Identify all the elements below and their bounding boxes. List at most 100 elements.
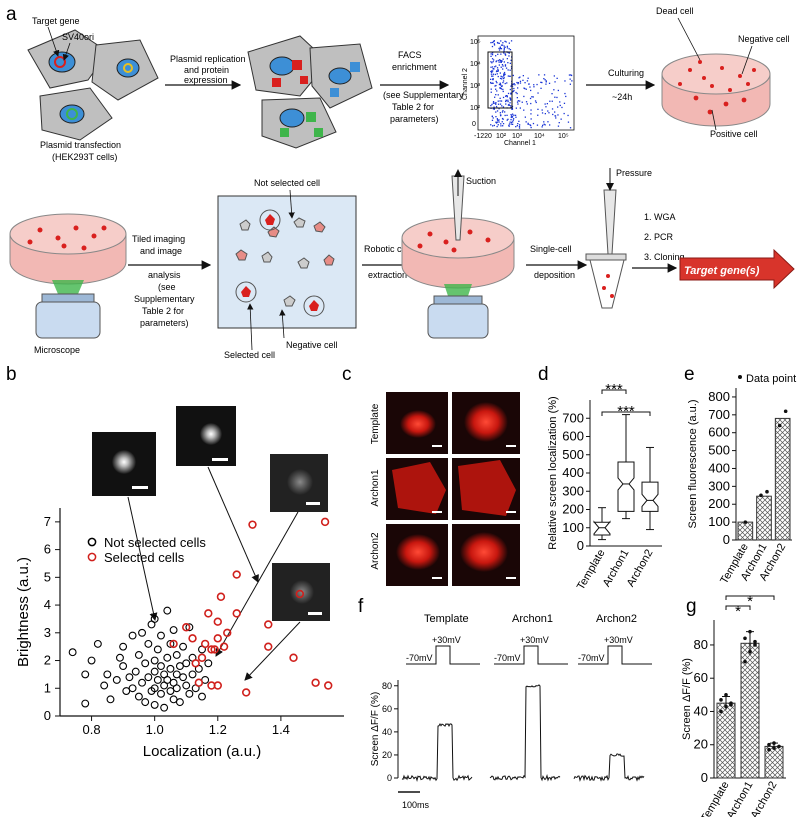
flow-point xyxy=(500,60,502,62)
flow-point xyxy=(540,81,542,83)
not-selected-point xyxy=(204,659,213,668)
flow-point xyxy=(511,85,514,87)
y-tick-label: 0 xyxy=(701,770,708,785)
flow-point xyxy=(570,74,573,77)
flow-point xyxy=(533,84,535,86)
flow-point xyxy=(498,64,500,66)
data-point xyxy=(743,659,747,664)
flow-point xyxy=(503,61,505,63)
flow-point xyxy=(491,52,494,54)
transfected-cells xyxy=(27,29,159,141)
selected-point xyxy=(216,592,226,601)
data-point xyxy=(772,746,776,750)
flow-point xyxy=(552,113,554,116)
high-voltage-label: +30mV xyxy=(604,635,633,645)
y-axis-label: Screen ΔF/F (%) xyxy=(370,692,381,766)
flow-point xyxy=(557,106,559,108)
not-selected-point xyxy=(122,687,131,695)
not-selected-point xyxy=(172,684,181,693)
flow-point xyxy=(512,74,514,77)
y-tick-label: 6 xyxy=(44,542,51,557)
x-tick-label: 0.8 xyxy=(83,722,101,737)
flow-point xyxy=(507,118,509,120)
flow-point xyxy=(504,40,506,42)
selected-point xyxy=(223,628,232,637)
flow-point xyxy=(493,124,495,127)
flow-point xyxy=(509,69,511,71)
voltage-protocols: -70mV+30mV-70mV+30mV-70mV+30mV xyxy=(406,635,652,665)
flow-point xyxy=(515,126,517,128)
flow-point xyxy=(554,111,556,113)
flow-point xyxy=(498,49,501,51)
not-selected-point xyxy=(138,628,146,637)
box-plot: 0100200300400500600700TemplateArchon1Arc… xyxy=(547,381,662,592)
flow-point xyxy=(498,61,500,63)
selected-point xyxy=(320,517,330,527)
target-genes-arrow xyxy=(679,248,795,290)
flow-point xyxy=(502,96,505,99)
flow-ytick: 0 xyxy=(472,121,476,128)
flow-point xyxy=(494,96,496,98)
step-cloning: 3. Cloning xyxy=(644,252,685,262)
flow-point xyxy=(496,125,498,128)
data-point xyxy=(759,493,763,498)
not-selected-point xyxy=(182,681,191,690)
flow-point xyxy=(493,59,495,61)
bar xyxy=(756,495,772,541)
data-point xyxy=(753,643,757,647)
box xyxy=(641,481,659,512)
flow-point xyxy=(496,73,498,75)
not-selected-point xyxy=(169,695,178,704)
data-point xyxy=(743,520,748,524)
flow-point xyxy=(507,69,509,71)
high-voltage-label: +30mV xyxy=(432,635,461,645)
flow-point xyxy=(496,82,498,84)
data-point xyxy=(743,636,747,641)
flow-point xyxy=(537,92,539,94)
flow-point xyxy=(497,42,499,44)
flow-point xyxy=(495,61,497,63)
flow-point xyxy=(490,73,493,75)
not-selected-point xyxy=(150,700,159,709)
flow-point xyxy=(501,78,503,80)
flow-point xyxy=(494,85,496,87)
flow-ytick: 10³ xyxy=(470,83,481,90)
flow-point xyxy=(499,100,501,102)
target-genes-label: Target gene(s) xyxy=(684,265,760,277)
legend-label: Not selected cells xyxy=(104,535,206,550)
flow-point xyxy=(551,93,553,95)
flow-point xyxy=(495,88,497,90)
flow-point xyxy=(544,124,546,126)
flow-point xyxy=(497,59,499,62)
flow-point xyxy=(490,42,492,44)
panel-f: f Template Archon1 Archon2 -70mV+30mV-70… xyxy=(358,596,652,810)
data-point xyxy=(748,649,752,654)
selected-point xyxy=(324,681,333,690)
not-selected-point xyxy=(166,664,175,673)
flow-point xyxy=(497,68,499,71)
flow-point xyxy=(547,121,549,123)
flow-point xyxy=(492,102,495,104)
y-tick-label: 0 xyxy=(44,708,51,723)
flow-point xyxy=(503,47,505,49)
flow-point xyxy=(509,75,511,77)
flow-point xyxy=(499,47,501,49)
flow-ylabel: Channel 2 xyxy=(462,68,469,100)
flow-point xyxy=(513,87,515,90)
flow-point xyxy=(517,103,519,105)
replication-line1: Plasmid replication xyxy=(170,54,246,64)
flow-point xyxy=(564,80,566,82)
flow-point xyxy=(497,53,499,55)
flow-point xyxy=(492,117,494,119)
culturing-time: ~24h xyxy=(612,92,632,102)
bar xyxy=(740,642,760,779)
flow-point xyxy=(568,74,571,76)
replication-line3: expression xyxy=(184,75,228,85)
flow-point xyxy=(540,87,542,89)
selected-point xyxy=(311,678,320,687)
flow-point xyxy=(522,75,524,77)
flow-point xyxy=(553,89,555,91)
flow-point xyxy=(506,58,508,60)
flow-point xyxy=(511,113,514,115)
